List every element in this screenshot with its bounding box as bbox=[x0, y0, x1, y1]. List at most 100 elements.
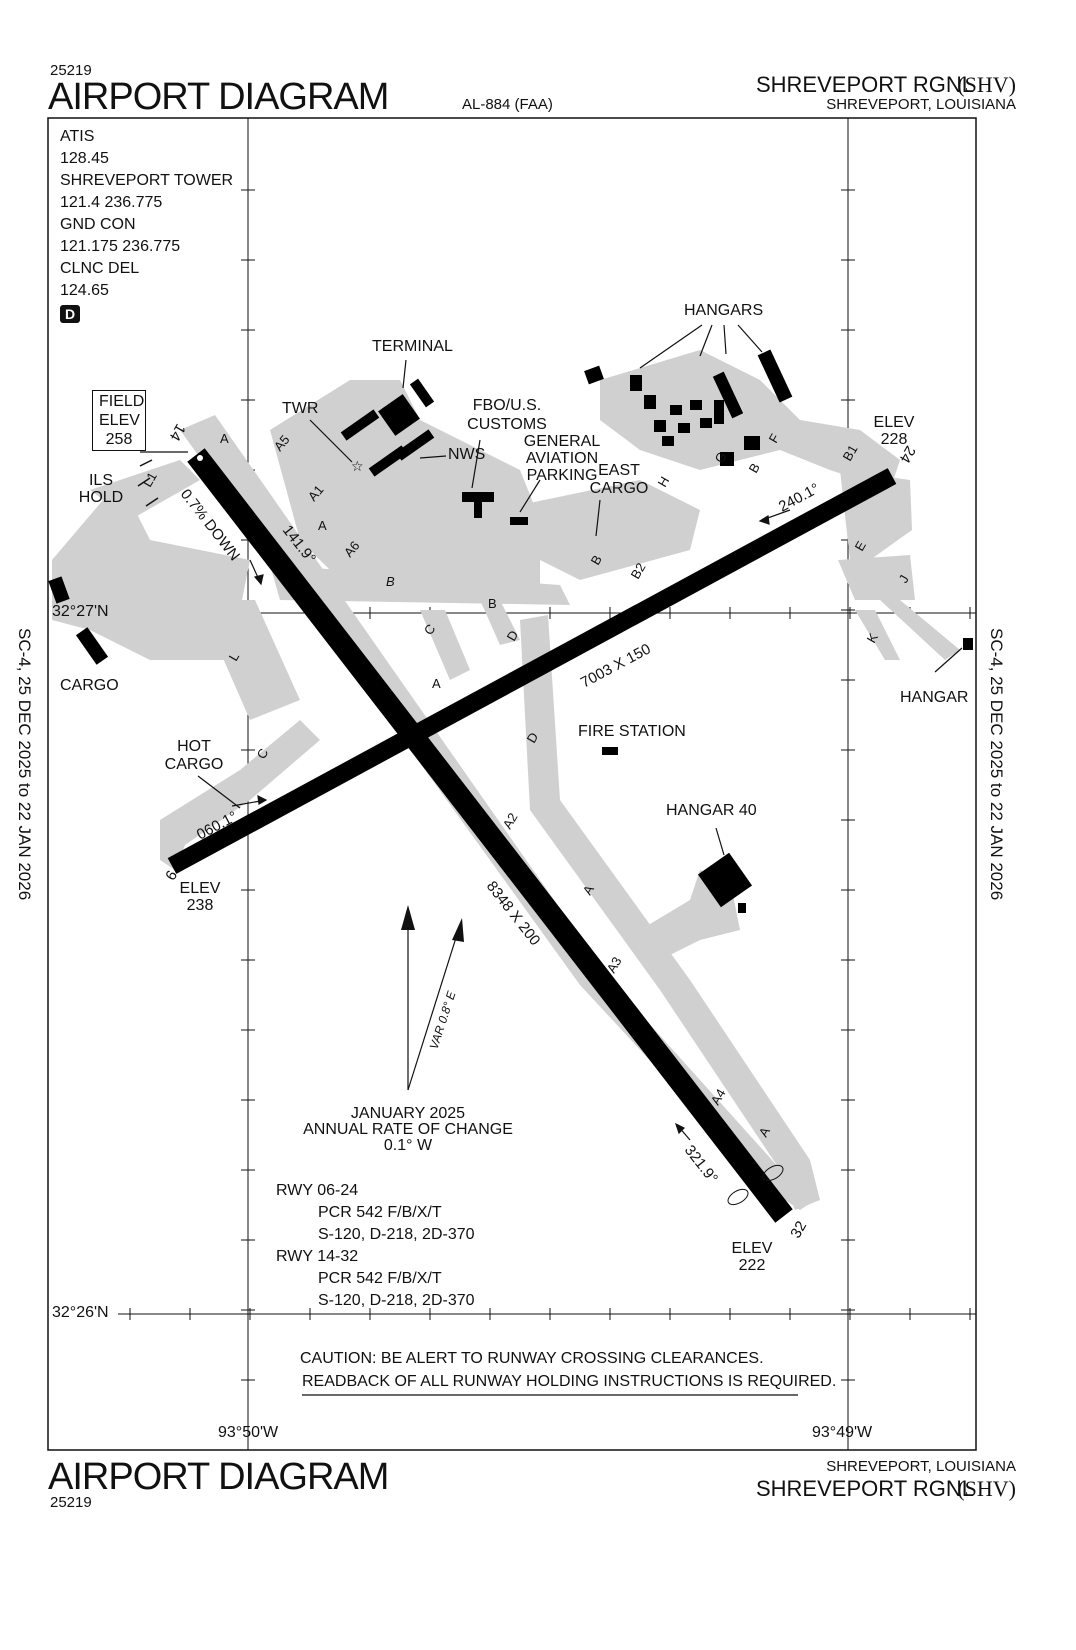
rwy1-pcr: PCR 542 F/B/X/T bbox=[318, 1204, 442, 1221]
hangar-40-building bbox=[697, 852, 753, 908]
hangar-40-label: HANGAR 40 bbox=[666, 802, 757, 819]
taxiway-label-B-4: B bbox=[746, 460, 763, 475]
taxiway-label-A: A bbox=[220, 431, 229, 446]
footer-airport-id: (SHV) bbox=[957, 1476, 1016, 1501]
elev-24-label: ELEV 228 bbox=[870, 414, 918, 448]
right-date-note: SC-4, 25 DEC 2025 to 22 JAN 2026 bbox=[987, 628, 1006, 901]
elev-6-value: 238 bbox=[186, 897, 214, 914]
airport-name: SHREVEPORT RGNL bbox=[755, 72, 974, 97]
tower-frequency: 121.4 236.775 bbox=[60, 194, 163, 211]
ga-line2: AVIATION bbox=[525, 450, 599, 467]
clearance-label: CLNC DEL bbox=[60, 260, 140, 277]
magnetic-variation: VAR 0.8° E bbox=[427, 989, 459, 1051]
elev-6-label: ELEV 238 bbox=[176, 880, 224, 914]
airport-location: SHREVEPORT, LOUISIANA bbox=[826, 96, 1016, 113]
terminal-label: TERMINAL bbox=[372, 338, 453, 355]
east-cargo-line1: EAST bbox=[598, 462, 640, 479]
footer-location: SHREVEPORT, LOUISIANA bbox=[826, 1458, 1016, 1475]
taxiway-label-A-2: A bbox=[318, 518, 327, 533]
doc-id: AL-884 (FAA) bbox=[462, 96, 553, 113]
ground-label: GND CON bbox=[60, 216, 136, 233]
runway-strength-block: RWY 06-24 PCR 542 F/B/X/T S-120, D-218, … bbox=[276, 1180, 475, 1312]
cargo-building-2 bbox=[75, 627, 109, 665]
runway-14-32 bbox=[187, 448, 793, 1223]
rwy1-gear: S-120, D-218, 2D-370 bbox=[318, 1226, 475, 1243]
ga-line1: GENERAL bbox=[523, 433, 601, 450]
fbo-label: FBO/U.S. CUSTOMS bbox=[462, 396, 552, 434]
hold-marking-2 bbox=[727, 1188, 749, 1206]
field-elevation-box: FIELD ELEV 258 bbox=[92, 390, 146, 451]
heading-321: 321.9° bbox=[681, 1142, 721, 1187]
ils-line2: HOLD bbox=[78, 489, 124, 506]
east-cargo-line2: CARGO bbox=[589, 480, 649, 497]
footer-airport-name: SHREVEPORT RGNL bbox=[755, 1476, 974, 1501]
rwy1-label: RWY 06-24 bbox=[276, 1182, 359, 1199]
elev-32-text: ELEV bbox=[731, 1240, 773, 1257]
ga-parking-label: GENERAL AVIATION PARKING bbox=[512, 433, 612, 484]
field-elev-line1: FIELD bbox=[99, 393, 145, 410]
datalink-badge: D bbox=[60, 305, 80, 323]
ils-hold-bar-2 bbox=[145, 497, 159, 507]
fbo-line2: CUSTOMS bbox=[467, 416, 547, 433]
ils-hold-bar-1 bbox=[137, 477, 151, 487]
taxiway-label-B1: B1 bbox=[840, 442, 861, 463]
runway-end-24: 24 bbox=[896, 443, 919, 466]
hold-marking-1 bbox=[762, 1164, 784, 1182]
graticule-ticks bbox=[129, 189, 971, 1381]
ils-hold-bar-3 bbox=[139, 459, 153, 467]
magnetic-block: JANUARY 2025 ANNUAL RATE OF CHANGE 0.1° … bbox=[298, 1106, 518, 1154]
elev-24-text: ELEV bbox=[873, 414, 915, 431]
ils-line1: ILS bbox=[88, 472, 113, 489]
magnetic-rate-label: ANNUAL RATE OF CHANGE bbox=[303, 1121, 513, 1138]
east-cargo-label: EAST CARGO bbox=[588, 462, 650, 498]
ga-line3: PARKING bbox=[526, 467, 598, 484]
atis-frequency: 128.45 bbox=[60, 150, 109, 167]
taxiway-label-B-1: B bbox=[386, 574, 395, 589]
caution-line1: CAUTION: BE ALERT TO RUNWAY CROSSING CLE… bbox=[300, 1350, 764, 1367]
taxiway-label-H: H bbox=[655, 474, 673, 490]
ground-frequency: 121.175 236.775 bbox=[60, 238, 181, 255]
taxiway-label-B2: B2 bbox=[628, 560, 649, 581]
atis-label: ATIS bbox=[60, 128, 95, 145]
chart-title: AIRPORT DIAGRAM bbox=[48, 76, 389, 118]
cargo-label: CARGO bbox=[60, 677, 119, 694]
fire-station-label: FIRE STATION bbox=[578, 723, 686, 740]
rwy2-pcr: PCR 542 F/B/X/T bbox=[318, 1270, 442, 1287]
runway-end-32: 32 bbox=[787, 1218, 810, 1241]
ga-building bbox=[510, 517, 528, 525]
longitude-left: 93°50'W bbox=[218, 1424, 279, 1441]
left-date-note: SC-4, 25 DEC 2025 to 22 JAN 2026 bbox=[15, 628, 34, 901]
rwy2-label: RWY 14-32 bbox=[276, 1248, 359, 1265]
procedure-number: 25219 bbox=[50, 62, 92, 79]
taxiway-label-A2: A2 bbox=[500, 810, 521, 831]
chart-frame bbox=[47, 117, 977, 1451]
taxiway-label-A3: A3 bbox=[604, 954, 625, 975]
longitude-right: 93°49'W bbox=[812, 1424, 873, 1441]
footer-title: AIRPORT DIAGRAM bbox=[48, 1456, 389, 1498]
nws-label: NWS bbox=[448, 446, 486, 463]
east-hangar-building bbox=[963, 638, 973, 650]
tower-star-icon: ☆ bbox=[351, 459, 364, 475]
hot-cargo-label: HOT CARGO bbox=[164, 738, 224, 774]
hot-cargo-line1: HOT bbox=[177, 738, 211, 755]
magnetic-date: JANUARY 2025 bbox=[350, 1105, 466, 1122]
clearance-frequency: 124.65 bbox=[60, 282, 109, 299]
field-elev-value: 258 bbox=[105, 431, 133, 448]
fbo-building bbox=[462, 492, 494, 502]
elev-32-value: 222 bbox=[738, 1257, 766, 1274]
taxiway-label-B-2: B bbox=[488, 596, 497, 611]
east-hangar-label: HANGAR bbox=[900, 689, 969, 706]
frequency-box: ATIS 128.45 SHREVEPORT TOWER 121.4 236.7… bbox=[60, 126, 233, 326]
fbo-line1: FBO/U.S. bbox=[472, 397, 542, 414]
terminal-building bbox=[378, 394, 420, 436]
magnetic-rate: 0.1° W bbox=[383, 1137, 433, 1154]
fire-station-building bbox=[602, 747, 618, 755]
elev-6-text: ELEV bbox=[179, 880, 221, 897]
ils-hold-label: ILS HOLD bbox=[76, 472, 126, 506]
caution-line2: READBACK OF ALL RUNWAY HOLDING INSTRUCTI… bbox=[302, 1373, 837, 1390]
hangars-label: HANGARS bbox=[684, 302, 764, 319]
buildings bbox=[48, 349, 973, 913]
taxiway-label-A4: A4 bbox=[708, 1086, 729, 1107]
airport-id: (SHV) bbox=[957, 72, 1016, 97]
heading-arrows bbox=[231, 509, 791, 1141]
